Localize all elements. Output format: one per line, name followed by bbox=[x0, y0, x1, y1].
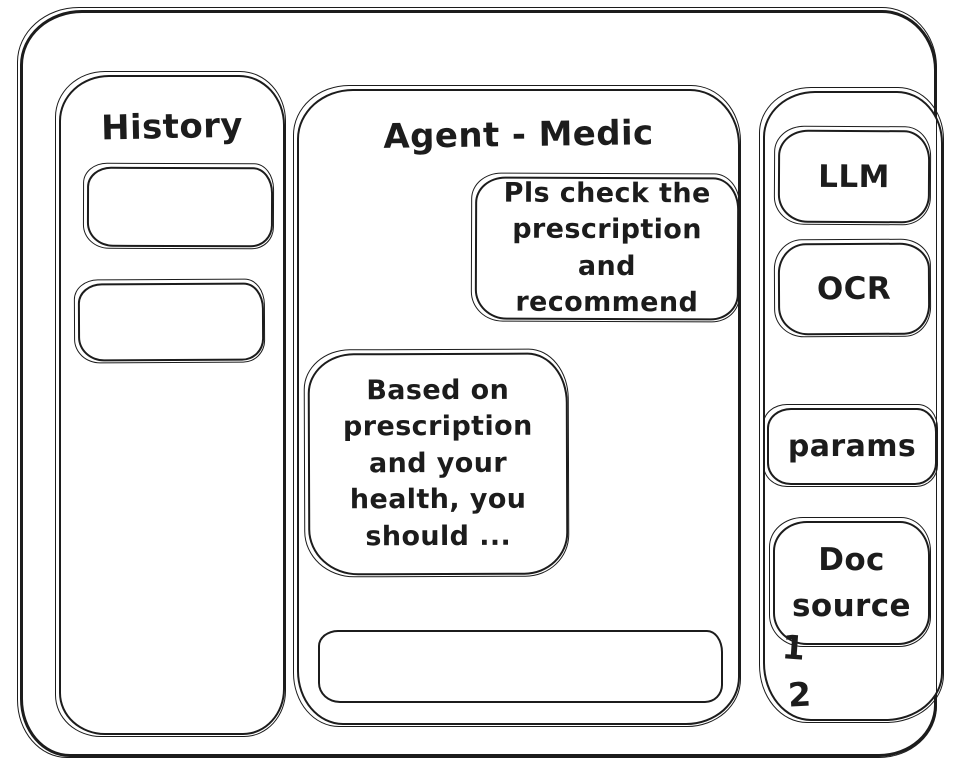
history-title: History bbox=[100, 105, 244, 149]
tool-params-button[interactable]: params bbox=[763, 404, 938, 487]
user-message-bubble: Pls check the prescription and recommend bbox=[474, 176, 740, 321]
tool-ocr-button[interactable]: OCR bbox=[777, 242, 931, 336]
app-frame: History Agent - Medic Pls check the pres… bbox=[17, 7, 944, 758]
tool-doc-source-button[interactable]: Doc source bbox=[769, 517, 931, 647]
history-panel: History bbox=[55, 71, 286, 737]
tool-llm-button[interactable]: LLM bbox=[777, 129, 931, 224]
annotation-1: 1 bbox=[780, 627, 807, 668]
tools-panel: LLM OCR params Doc source 1 2 bbox=[759, 87, 944, 723]
message-input[interactable] bbox=[318, 630, 723, 703]
history-item[interactable] bbox=[77, 282, 265, 362]
chat-panel: Agent - Medic Pls check the prescription… bbox=[293, 85, 741, 727]
chat-title: Agent - Medic bbox=[383, 113, 654, 157]
history-item[interactable] bbox=[86, 166, 274, 248]
assistant-message-bubble: Based on prescription and your health, y… bbox=[307, 352, 569, 576]
annotation-2: 2 bbox=[786, 674, 813, 715]
